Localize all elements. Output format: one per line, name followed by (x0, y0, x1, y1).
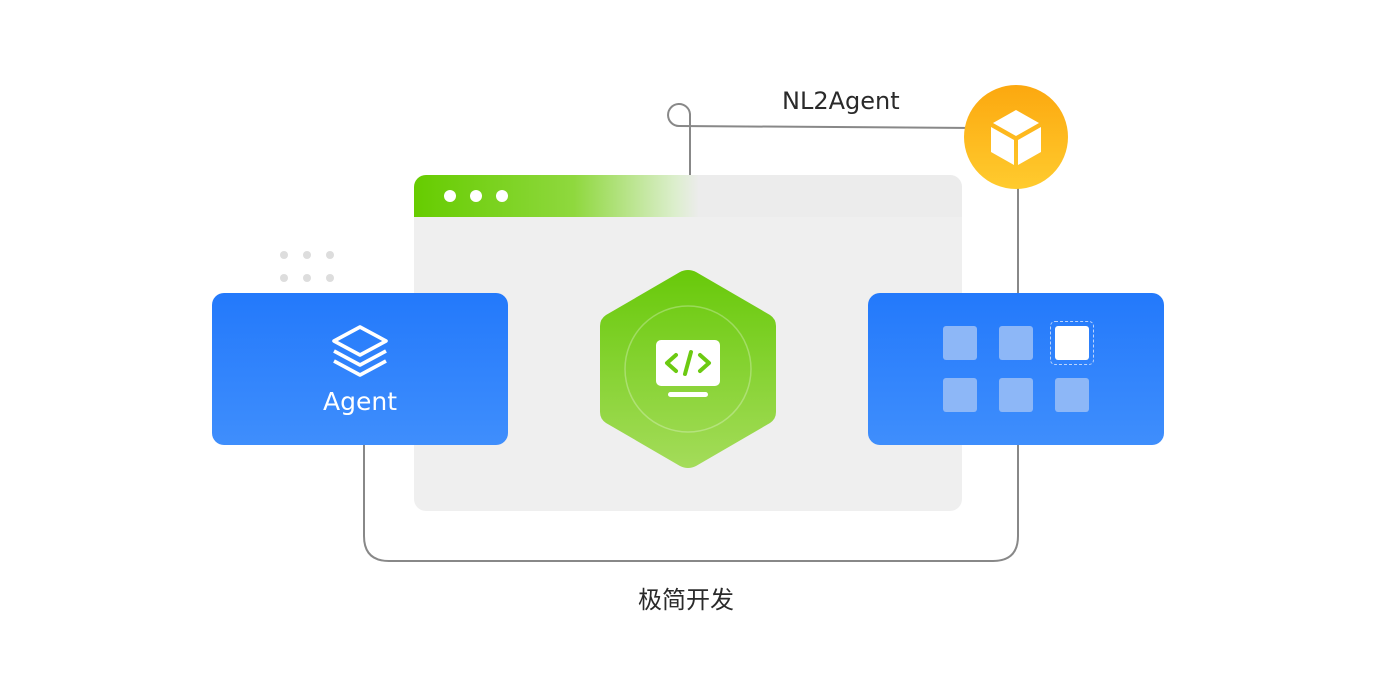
window-dot (496, 190, 508, 202)
grid-tile (943, 326, 977, 360)
decor-dot (280, 274, 288, 282)
grid-tile (999, 326, 1033, 360)
decor-dot (303, 251, 311, 259)
agent-label: Agent (323, 387, 397, 416)
code-monitor-hexagon (600, 270, 776, 468)
grid-tile (1055, 378, 1089, 412)
window-dot (470, 190, 482, 202)
top-connector-label: NL2Agent (782, 87, 900, 115)
grid-tile (999, 378, 1033, 412)
app-grid-card (868, 293, 1164, 445)
browser-title-bar (414, 175, 962, 217)
decor-dot (326, 274, 334, 282)
grid-tile-selected (1055, 326, 1089, 360)
decor-dot (280, 251, 288, 259)
decor-dot (326, 251, 334, 259)
selected-tile-frame (1050, 321, 1094, 365)
agent-card: Agent (212, 293, 508, 445)
cube-badge (964, 85, 1068, 189)
layers-icon (332, 325, 388, 377)
grid-tile (943, 378, 977, 412)
decor-dot (303, 274, 311, 282)
bottom-connector-label: 极简开发 (638, 586, 734, 614)
window-dot (444, 190, 456, 202)
code-monitor-icon (656, 340, 720, 397)
top-connector-line (667, 103, 976, 186)
cube-icon (991, 110, 1041, 165)
